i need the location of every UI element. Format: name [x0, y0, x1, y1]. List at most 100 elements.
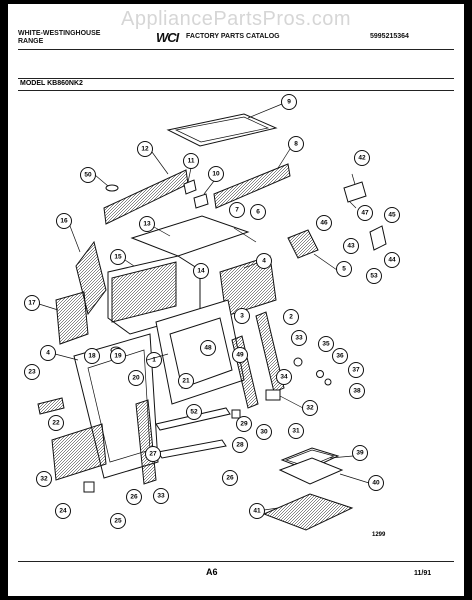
svg-text:50: 50: [84, 172, 92, 179]
brand-line-2: RANGE: [18, 38, 44, 45]
svg-text:24: 24: [59, 508, 67, 515]
svg-text:39: 39: [356, 450, 364, 457]
svg-text:4: 4: [46, 350, 50, 357]
callout-34: 34: [276, 369, 292, 385]
callout-18: 18: [84, 348, 100, 364]
catalog-number: 5995215364: [370, 33, 409, 40]
callout-5: 5: [336, 261, 352, 277]
svg-text:33: 33: [157, 493, 165, 500]
callout-38: 38: [349, 383, 365, 399]
svg-text:32: 32: [40, 476, 48, 483]
svg-text:26: 26: [226, 475, 234, 482]
svg-text:46: 46: [320, 220, 328, 227]
svg-text:34: 34: [280, 374, 288, 381]
screw: [105, 184, 119, 192]
callout-33-lower: 33: [153, 488, 169, 504]
model-rule-top: [18, 78, 454, 79]
callout-26: 26: [222, 470, 238, 486]
callout-8: 8: [288, 136, 304, 152]
svg-text:20: 20: [132, 375, 140, 382]
callout-32-lower: 32: [36, 471, 52, 487]
svg-text:26: 26: [130, 494, 138, 501]
callout-37: 37: [348, 362, 364, 378]
svg-text:21: 21: [182, 378, 190, 385]
parts-catalog-sheet: AppliancePartsPros.com WHITE-WESTINGHOUS…: [8, 4, 464, 596]
svg-text:11: 11: [188, 158, 195, 165]
svg-text:42: 42: [358, 155, 366, 162]
svg-text:49: 49: [236, 352, 244, 359]
kick-plate: [51, 423, 107, 481]
callout-28: 28: [232, 437, 248, 453]
callout-35: 35: [318, 336, 334, 352]
callout-39: 39: [352, 445, 368, 461]
callout-44: 44: [384, 252, 400, 268]
callout-6: 6: [250, 204, 266, 220]
svg-text:5: 5: [342, 266, 346, 273]
broiler-pan: [262, 493, 354, 531]
callout-43: 43: [343, 238, 359, 254]
callout-46: 46: [316, 215, 332, 231]
svg-text:43: 43: [347, 243, 355, 250]
rear-trim: [103, 169, 189, 225]
svg-text:10: 10: [212, 171, 220, 178]
oven-door: [155, 299, 245, 405]
callout-10: 10: [208, 166, 224, 182]
svg-text:33: 33: [295, 335, 303, 342]
callout-24: 24: [55, 503, 71, 519]
callout-21: 21: [178, 373, 194, 389]
svg-text:19: 19: [114, 353, 122, 360]
callout-4-lower: 4: [40, 345, 56, 361]
hinge-bracket: [369, 225, 387, 251]
page-number: A6: [206, 567, 218, 577]
lamp-cover: [324, 378, 332, 386]
callout-22: 22: [48, 415, 64, 431]
svg-text:18: 18: [88, 353, 96, 360]
svg-text:41: 41: [253, 508, 261, 515]
callout-17: 17: [24, 295, 40, 311]
svg-text:28: 28: [236, 442, 244, 449]
wci-logo: WCI: [156, 30, 179, 45]
svg-text:16: 16: [60, 218, 68, 225]
svg-text:4: 4: [262, 258, 266, 265]
lamp-socket: [293, 357, 303, 367]
revision-date: 11/91: [414, 570, 432, 577]
lamp-receptacle: [316, 370, 324, 378]
svg-text:22: 22: [52, 420, 60, 427]
thermostat-bulb: [193, 193, 209, 209]
drawer-rail: [157, 439, 227, 459]
control-box: [287, 229, 319, 259]
svg-text:40: 40: [372, 480, 380, 487]
svg-text:13: 13: [143, 221, 151, 228]
oven-cavity: [107, 255, 201, 335]
terminal-block: [265, 389, 281, 401]
svg-text:36: 36: [336, 353, 344, 360]
svg-text:9: 9: [287, 99, 291, 106]
svg-text:45: 45: [388, 212, 396, 219]
callout-12: 12: [137, 141, 153, 157]
callout-33: 33: [291, 330, 307, 346]
callout-36: 36: [332, 348, 348, 364]
svg-text:23: 23: [28, 369, 36, 376]
callout-47: 47: [357, 205, 373, 221]
callout-50: 50: [80, 167, 96, 183]
watermark: AppliancePartsPros.com: [121, 8, 351, 30]
svg-text:27: 27: [149, 451, 157, 458]
svg-text:44: 44: [388, 257, 396, 264]
svg-text:29: 29: [240, 421, 248, 428]
leveler-bracket: [37, 397, 65, 415]
figure-code: 1299: [372, 532, 386, 538]
callout-53: 53: [366, 268, 382, 284]
svg-text:12: 12: [141, 146, 149, 153]
footer-rule: [18, 561, 454, 562]
callout-15: 15: [110, 249, 126, 265]
svg-text:37: 37: [352, 367, 360, 374]
catalog-title: FACTORY PARTS CATALOG: [186, 33, 280, 40]
valve-assembly: [343, 173, 367, 209]
callout-41: 41: [249, 503, 265, 519]
callout-14: 14: [193, 263, 209, 279]
callout-9: 9: [281, 94, 297, 110]
callout-30: 30: [256, 424, 272, 440]
brand-line-1: WHITE-WESTINGHOUSE: [18, 30, 101, 37]
oven-top: [130, 215, 250, 257]
callout-45: 45: [384, 207, 400, 223]
